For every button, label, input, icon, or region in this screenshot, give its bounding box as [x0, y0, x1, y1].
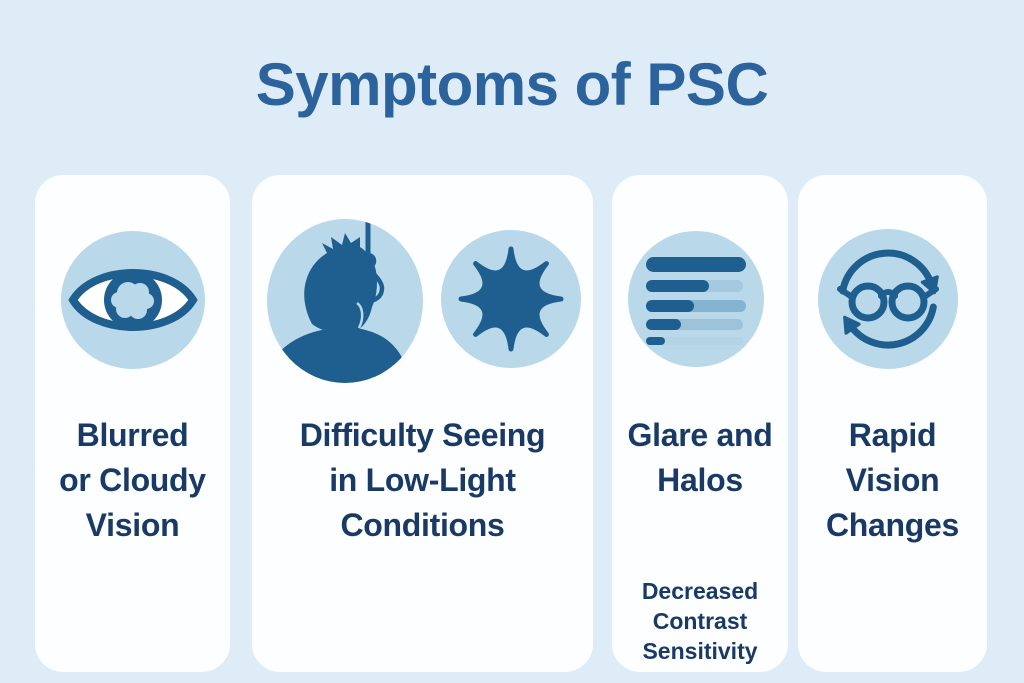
- card-label-line: Blurred: [76, 417, 189, 453]
- card-label-line: Rapid: [848, 417, 937, 453]
- card-label-line: Halos: [657, 462, 743, 498]
- person-hanging-bulb-graphic: [267, 219, 407, 383]
- glare-burst-graphic: [458, 246, 564, 352]
- card-label-line: Difficulty Seeing: [299, 417, 546, 453]
- contrast-bars-graphic: [646, 257, 746, 345]
- card-label: Difficulty Seeing in Low-Light Condition…: [252, 413, 593, 548]
- cloudy-eye-graphic: [68, 269, 198, 331]
- card-rapid-vision-changes: Rapid Vision Changes: [798, 175, 987, 672]
- card-label: Glare and Halos: [612, 413, 788, 503]
- card-label-line: or Cloudy: [59, 462, 206, 498]
- glasses-refresh-icon: [818, 229, 958, 369]
- card-label: Rapid Vision Changes: [798, 413, 987, 548]
- person-hanging-bulb-icon: [267, 219, 423, 383]
- card-sublabel-line: Decreased: [641, 578, 759, 604]
- card-label-line: in Low-Light: [329, 462, 516, 498]
- card-label-line: Vision: [845, 462, 940, 498]
- card-label-line: Changes: [825, 507, 960, 543]
- card-sublabel: Decreased Contrast Sensitivity: [612, 576, 788, 666]
- glasses-refresh-graphic: [837, 249, 939, 349]
- card-label-line: Vision: [85, 507, 180, 543]
- card-label: Blurred or Cloudy Vision: [35, 413, 230, 548]
- cloudy-eye-icon: [61, 231, 205, 369]
- card-label-line: Glare and: [627, 417, 773, 453]
- card-blurred-cloudy-vision: Blurred or Cloudy Vision: [35, 175, 230, 672]
- card-glare-halos: Glare and Halos Decreased Contrast Sensi…: [612, 175, 788, 672]
- page-title: Symptoms of PSC: [255, 51, 769, 118]
- card-difficulty-low-light: Difficulty Seeing in Low-Light Condition…: [252, 175, 593, 672]
- card-sublabel-line: Sensitivity: [642, 638, 758, 664]
- glare-burst-icon: [441, 230, 581, 368]
- contrast-bars-icon: [628, 231, 764, 367]
- card-label-line: Conditions: [340, 507, 505, 543]
- card-sublabel-line: Contrast: [652, 608, 748, 634]
